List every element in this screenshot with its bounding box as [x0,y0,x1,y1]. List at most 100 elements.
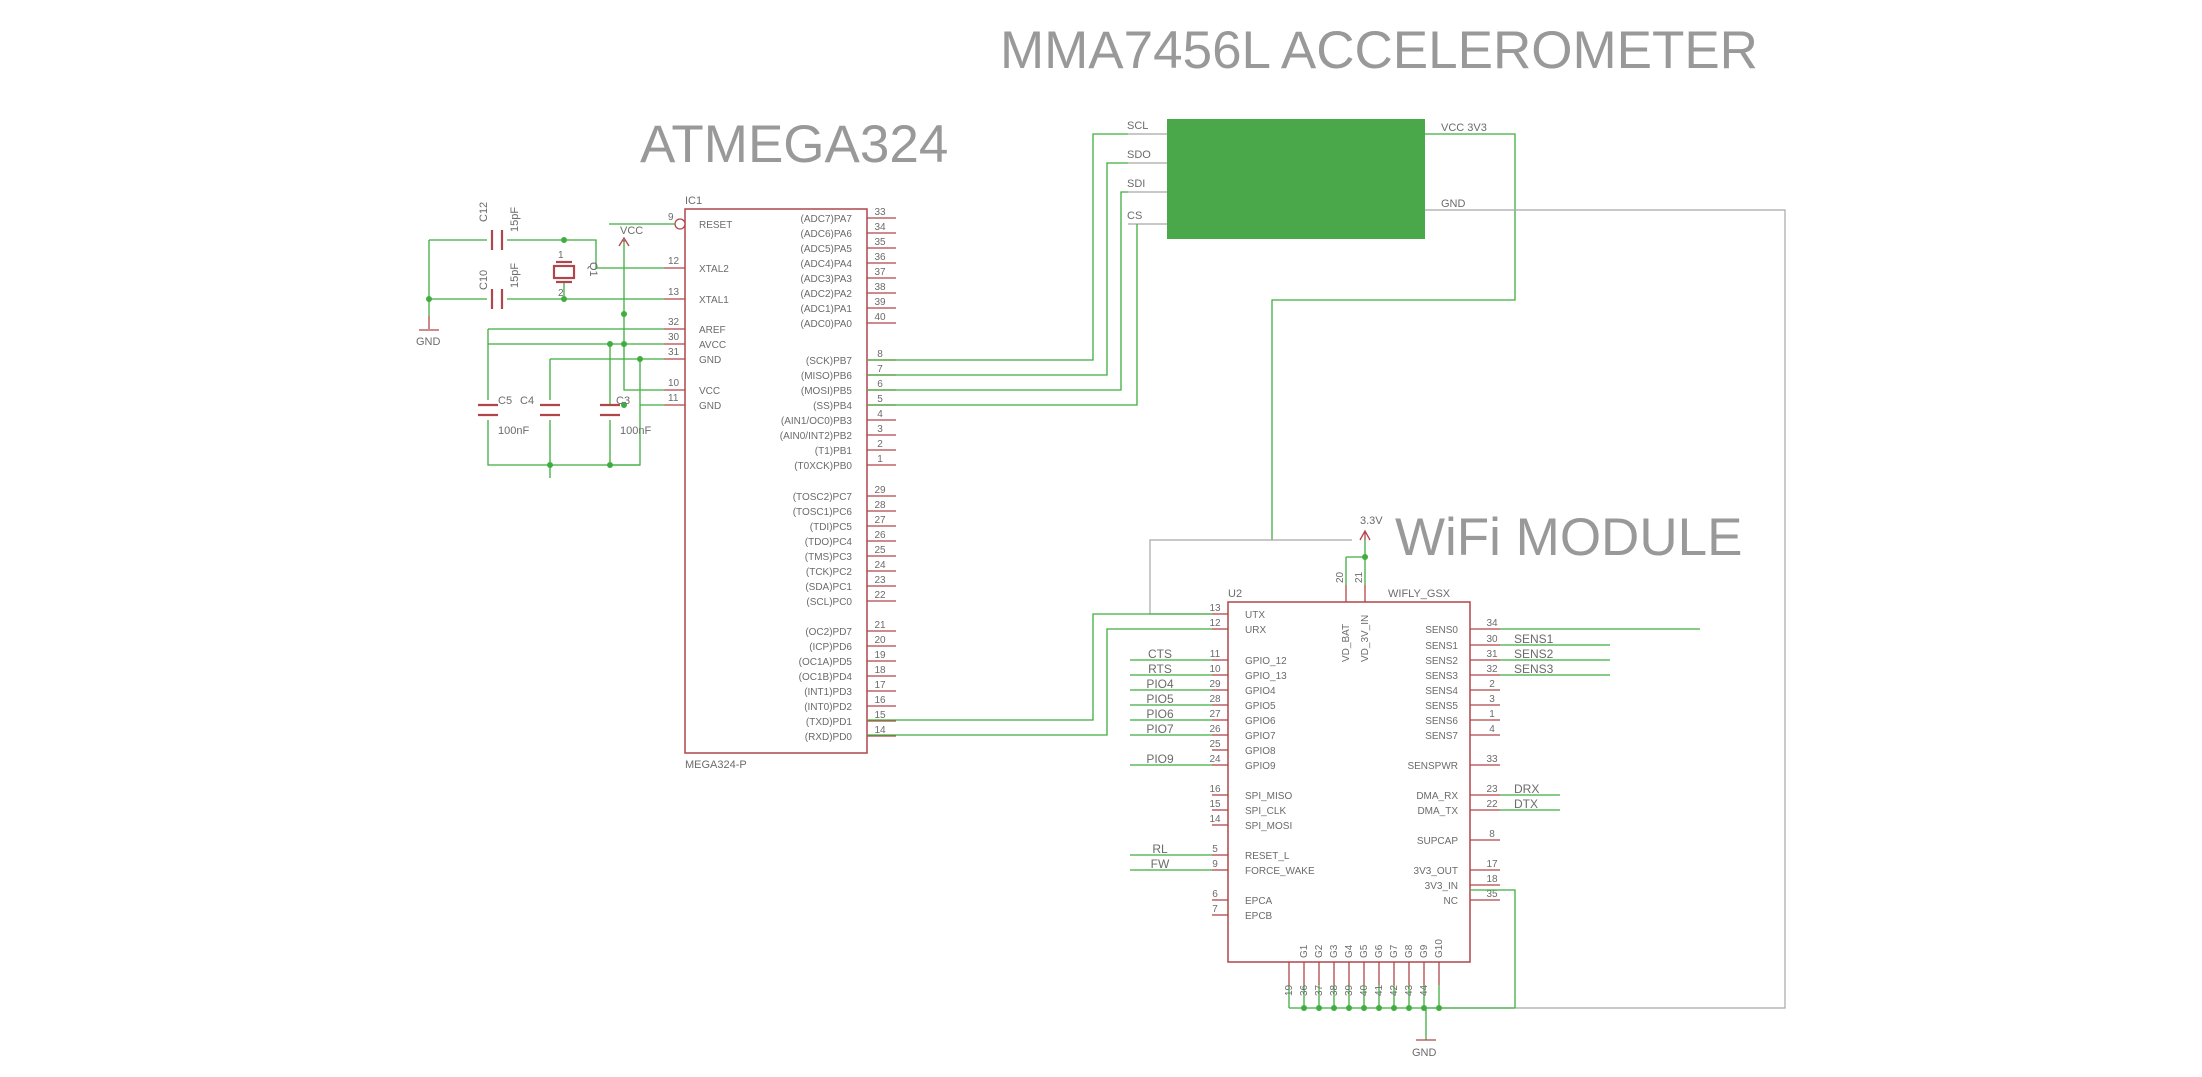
ic1-pin-name: (OC2)PD7 [805,627,852,638]
u2-pin-name: G2 [1314,944,1325,958]
u2-pin-name: G1 [1299,944,1310,958]
capacitor-c12 [490,230,504,250]
c10-value: 15pF [509,263,521,288]
ic1-pin-number: 8 [877,349,883,360]
u2-pin-name: GPIO_12 [1245,656,1287,667]
u2-net-label: PIO5 [1146,692,1174,706]
c12-value: 15pF [509,207,521,232]
u2-pin-name: GPIO4 [1245,686,1276,697]
junction [1391,1005,1397,1011]
junction [1406,1005,1412,1011]
ic1-pin-number: 9 [668,212,674,223]
ic1-pin-number: 20 [874,635,886,646]
accelerometer-pin-label: VCC 3V3 [1441,122,1487,134]
ic1-pin-number: 5 [877,394,883,405]
u2-pin-name: EPCA [1245,896,1273,907]
capacitor-c3 [600,403,620,417]
ic1-pin-name: GND [699,355,721,366]
ic1-pin-name: (T1)PB1 [815,446,853,457]
u2-ref: U2 [1228,588,1242,600]
ic1-pin-number: 24 [874,560,886,571]
u2-pin-name: G8 [1404,944,1415,958]
ic1-pin-name: (OC1B)PD4 [799,672,853,683]
wire-utx [1149,539,1352,615]
u2-pin-name: DMA_TX [1417,806,1458,817]
u2-value: WIFLY_GSX [1388,588,1451,600]
u2-pin-number: 15 [1209,799,1221,810]
wire-ss [867,224,1138,406]
u2-pin-name: GPIO6 [1245,716,1276,727]
ic1-pin-number: 35 [874,237,886,248]
u2-pin-number: 28 [1209,694,1221,705]
junction [637,356,643,362]
ic1-pin-name: (ADC1)PA1 [801,304,853,315]
crystal-pin-1: 1 [558,250,564,261]
u2-net-label: DRX [1514,782,1539,796]
gnd-left-symbol [419,316,439,331]
u2-pin-number: 38 [1329,984,1340,996]
u2-pin-number: 44 [1419,984,1430,996]
ic1-pin-name: VCC [699,386,720,397]
ic1-pin-name: (MOSI)PB5 [801,386,853,397]
ic1-pin-number: 28 [874,500,886,511]
ic1-pin-number: 23 [874,575,886,586]
junction [1346,1005,1352,1011]
ic1-pin-number: 11 [668,393,679,404]
u2-pin-name: G10 [1434,939,1445,958]
u2-pin-number: 6 [1212,889,1218,900]
c4-ref: C4 [520,395,534,407]
u2-pin-number: 10 [1209,664,1221,675]
c4-value: 100nF [498,425,529,437]
u2-net-label: SENS3 [1514,662,1554,676]
ic1-pin-name: AREF [699,325,726,336]
c10-ref: C10 [478,270,490,290]
u2-pin-number: 37 [1314,984,1325,996]
u2-pin-number: 27 [1209,709,1221,720]
c3-value: 100nF [620,425,651,437]
u2-pin-number: 23 [1486,784,1498,795]
crystal-q1 [552,260,576,284]
crystal-ref: Q1 [587,262,599,277]
ic1-pin-number: 13 [668,287,680,298]
ic1-pin-number: 4 [877,409,883,420]
u2-net-label: FW [1151,857,1170,871]
u2-pin-name: SENS7 [1425,731,1458,742]
ic1-pin-number: 14 [874,725,886,736]
u2-pin-number: 42 [1389,984,1400,996]
ic1-pin-name: (MISO)PB6 [801,371,853,382]
u2-pin-name: SENS2 [1425,656,1458,667]
u2-pin-number: 12 [1209,618,1221,629]
ic1-pin-number: 30 [668,332,680,343]
ic1-pin-number: 6 [877,379,883,390]
ic1-pin-number: 16 [874,695,886,706]
u2-pin-name: SENS5 [1425,701,1458,712]
junction [547,462,553,468]
u2-pin-name: UTX [1245,610,1265,621]
u2-pin-number: 33 [1486,754,1498,765]
u2-right-pins: 34SENS030SENS1SENS131SENS2SENS232SENS3SE… [1407,618,1700,907]
u2-net-label: PIO4 [1146,677,1174,691]
ic1-pin-number: 21 [874,620,886,631]
u2-pin-name: SENS1 [1425,641,1458,652]
u2-pin-number: 3 [1489,694,1495,705]
wire-txd [867,613,1212,721]
u2-net-label: SENS2 [1514,647,1554,661]
ic1-value: MEGA324-P [685,759,747,771]
u2-pin-number: 35 [1486,889,1498,900]
u2-pin-name: GPIO_13 [1245,671,1287,682]
u2-pin-name: URX [1245,625,1266,636]
ic1-pin-number: 31 [668,347,680,358]
u2-pin-name: G3 [1329,944,1340,958]
ic1-pin-name: (ADC0)PA0 [801,319,853,330]
u2-pin-name: GPIO8 [1245,746,1276,757]
ic1-pin-number: 12 [668,256,680,267]
u2-pin-number: 16 [1209,784,1221,795]
u2-pin-name: SENS3 [1425,671,1458,682]
u2-net-label: PIO6 [1146,707,1174,721]
u2-pin-name: SPI_MISO [1245,791,1292,802]
u2-pin-name: G5 [1359,944,1370,958]
wire-avcc [487,329,664,400]
ic1-right-pins: 33(ADC7)PA734(ADC6)PA635(ADC5)PA536(ADC4… [780,207,896,743]
u2-pin-number: 26 [1209,724,1221,735]
